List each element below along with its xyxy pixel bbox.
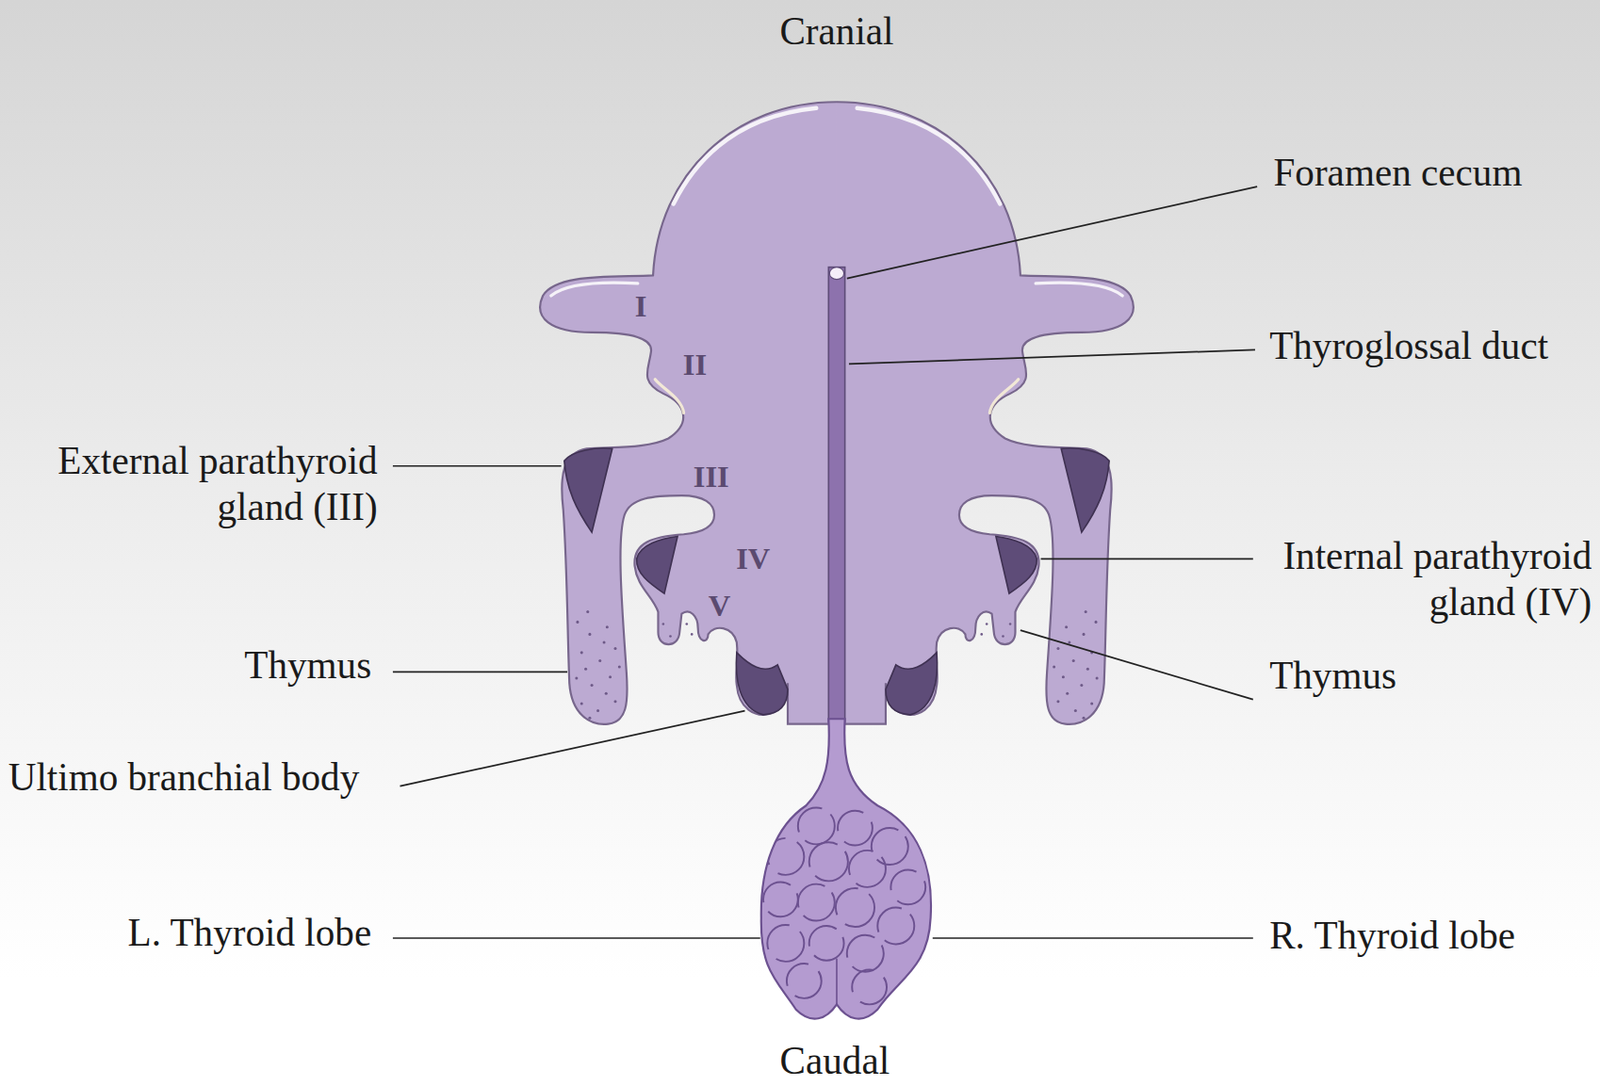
ultimobranchial-body	[735, 653, 788, 716]
structure-label: External parathyroid gland (III)	[0, 439, 378, 531]
structure-label: Thymus	[1269, 653, 1397, 700]
pouch-number: V	[708, 590, 731, 621]
structure-label: Thymus	[244, 642, 372, 689]
thyroid-isthmus-line	[835, 959, 838, 1006]
pharynx-fill	[539, 101, 837, 725]
pouch-number: III	[693, 461, 730, 492]
structure-label: L. Thyroid lobe	[127, 910, 372, 957]
orientation-label: Caudal	[780, 1038, 891, 1085]
structure-label: Thyroglossal duct	[1269, 323, 1549, 370]
foramen-cecum	[829, 267, 844, 280]
thymus-stipple	[574, 610, 693, 720]
internal-parathyroid	[636, 536, 678, 594]
highlight	[673, 108, 817, 205]
structure-label: Internal parathyroid gland (IV)	[1244, 533, 1592, 625]
structure-label: Ultimo branchial body	[8, 754, 360, 801]
thyroid-lobules	[763, 807, 926, 1005]
structure-label: Foramen cecum	[1273, 149, 1522, 196]
pharynx-outline	[539, 101, 837, 725]
thyroid-gland	[761, 718, 931, 1019]
thyroglossal-duct	[828, 267, 845, 723]
external-parathyroid	[564, 448, 613, 533]
pouch-number: I	[635, 291, 648, 322]
pouch-number: II	[683, 349, 707, 380]
highlight	[551, 282, 638, 296]
structure-label: R. Thyroid lobe	[1269, 913, 1516, 960]
pharynx-half	[539, 101, 837, 725]
pouch-number: IV	[735, 543, 770, 574]
orientation-label: Cranial	[779, 8, 894, 55]
highlight	[654, 379, 684, 414]
pharynx-half-mirror	[836, 101, 1134, 725]
leader-lines	[392, 186, 1258, 939]
